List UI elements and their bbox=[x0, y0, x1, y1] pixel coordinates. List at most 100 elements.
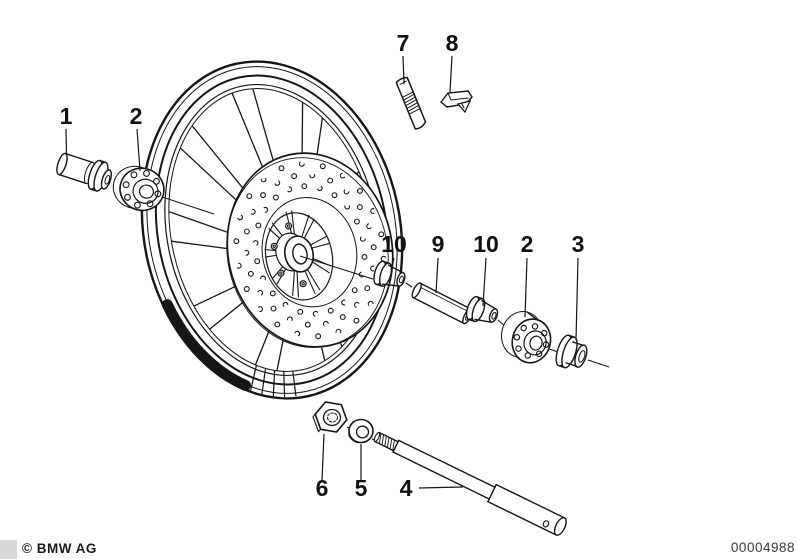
part-8-clip-shape bbox=[456, 100, 472, 114]
part-1-sleeve-shape bbox=[64, 152, 94, 164]
disc-hole bbox=[237, 214, 243, 221]
disc-hole bbox=[339, 172, 346, 179]
callout-label-2b[interactable]: 2 bbox=[521, 231, 534, 257]
disc-hole bbox=[370, 208, 377, 214]
part-2-bearing-left bbox=[112, 165, 165, 212]
hub-window-spoke bbox=[311, 242, 330, 249]
wheel-rim-shape bbox=[292, 370, 297, 397]
brake-disc-shape bbox=[226, 157, 389, 348]
disc-hole bbox=[247, 270, 254, 277]
callout-leader-lines-shape bbox=[524, 257, 528, 318]
part-4-axle-shape bbox=[374, 440, 395, 452]
disc-hole bbox=[262, 206, 269, 213]
part-7-balance-weight-shape bbox=[403, 93, 415, 101]
disc-hole bbox=[356, 204, 363, 211]
callout-label-4[interactable]: 4 bbox=[400, 475, 413, 501]
disc-hole bbox=[260, 275, 267, 282]
part-10-seal-right-shape bbox=[468, 318, 476, 323]
callout-label-9[interactable]: 9 bbox=[432, 231, 445, 257]
hub-bolt bbox=[272, 244, 276, 249]
callout-leader-lines-shape bbox=[402, 55, 405, 85]
part-6-hex-nut bbox=[312, 401, 348, 433]
callout-numbers: 1 2 7 8 10 9 10 2 3 6 5 4 bbox=[60, 30, 585, 501]
hub-bolt bbox=[301, 281, 305, 286]
disc-hole bbox=[270, 305, 277, 312]
disc-hole bbox=[359, 235, 366, 242]
part-9-spacer-tube-shape bbox=[420, 287, 467, 311]
callout-leader-lines-shape bbox=[435, 257, 439, 294]
part-3-nut bbox=[555, 334, 588, 369]
hub-window-spoke bbox=[306, 268, 321, 291]
disc-hole bbox=[353, 301, 360, 308]
part-4-axle-shape bbox=[495, 483, 566, 519]
wheel-hub-shape bbox=[292, 243, 308, 265]
disc-hole bbox=[315, 333, 322, 340]
hub-bolts bbox=[270, 222, 307, 288]
callout-label-3[interactable]: 3 bbox=[572, 231, 585, 257]
part-4-axle-shape bbox=[487, 483, 497, 503]
part-2-bearing-left-shape bbox=[133, 201, 141, 209]
hub-bolt bbox=[270, 242, 278, 250]
disc-hole bbox=[322, 320, 329, 327]
brake-disc-shape bbox=[261, 196, 358, 308]
callout-label-2[interactable]: 2 bbox=[130, 103, 143, 129]
callout-label-10a[interactable]: 10 bbox=[381, 231, 407, 257]
part-10-seal-left-shape bbox=[398, 275, 404, 284]
rim-shadow-band bbox=[161, 299, 252, 391]
part-9-spacer-tube-shape bbox=[419, 282, 472, 310]
disc-hole bbox=[370, 265, 377, 272]
part-3-nut-shape bbox=[578, 350, 586, 363]
image-number: 00004988 bbox=[731, 540, 795, 555]
part-10-seal-right-shape bbox=[491, 311, 497, 320]
part-4-axle-shape bbox=[542, 520, 550, 528]
assembly-axis-lines-shape bbox=[299, 255, 374, 280]
wheel-rim-shape bbox=[261, 368, 267, 395]
part-2-bearing-left-shape bbox=[143, 169, 150, 177]
callout-label-10b[interactable]: 10 bbox=[473, 231, 499, 257]
disc-hole bbox=[257, 289, 264, 296]
disc-hole bbox=[297, 308, 304, 315]
wheel-rim-shape bbox=[250, 365, 257, 391]
part-4-axle-shape bbox=[378, 432, 382, 445]
parts bbox=[56, 76, 588, 536]
hub-window-spoke bbox=[292, 271, 295, 296]
part-2-bearing-right bbox=[501, 311, 552, 364]
disc-hole bbox=[274, 179, 281, 186]
brake-disc-holes bbox=[233, 160, 387, 340]
part-10-seal-right-shape bbox=[474, 318, 492, 323]
hub-bolt bbox=[277, 269, 285, 277]
callout-label-6[interactable]: 6 bbox=[316, 475, 329, 501]
part-7-balance-weight-shape bbox=[408, 107, 422, 115]
disc-hole bbox=[361, 253, 368, 260]
disc-hole bbox=[351, 287, 358, 294]
callout-label-7[interactable]: 7 bbox=[397, 30, 410, 56]
disc-hole bbox=[301, 183, 308, 190]
disc-hole bbox=[246, 193, 253, 200]
disc-hole bbox=[252, 240, 259, 247]
hub-window-spoke bbox=[304, 218, 315, 238]
callout-leader-lines-shape bbox=[321, 433, 325, 482]
part-5-washer-shape bbox=[348, 433, 359, 444]
part-10-seal-left-shape bbox=[382, 260, 390, 264]
disc-hole bbox=[235, 262, 242, 269]
disc-hole bbox=[331, 192, 338, 199]
part-4-axle-shape bbox=[392, 451, 490, 500]
disc-hole bbox=[278, 165, 285, 172]
part-4-axle-shape bbox=[384, 435, 387, 447]
disc-hole bbox=[255, 222, 262, 229]
disc-hole bbox=[367, 300, 374, 307]
callout-label-8[interactable]: 8 bbox=[446, 30, 459, 56]
part-2-bearing-right-shape bbox=[542, 341, 550, 348]
part-8-clip bbox=[440, 90, 473, 114]
disc-hole bbox=[243, 286, 250, 292]
part-7-balance-weight-shape bbox=[405, 99, 418, 107]
part-3-nut-shape bbox=[567, 334, 576, 338]
disc-hole bbox=[282, 301, 289, 308]
part-2-bearing-right-shape bbox=[524, 352, 532, 359]
callout-label-5[interactable]: 5 bbox=[355, 475, 368, 501]
part-10-seal-right-shape bbox=[481, 299, 497, 310]
callout-label-1[interactable]: 1 bbox=[60, 103, 73, 129]
part-2-bearing-left-shape bbox=[132, 178, 159, 204]
part-6-hex-nut-shape bbox=[327, 412, 338, 423]
part-1-sleeve-shape bbox=[57, 173, 87, 185]
